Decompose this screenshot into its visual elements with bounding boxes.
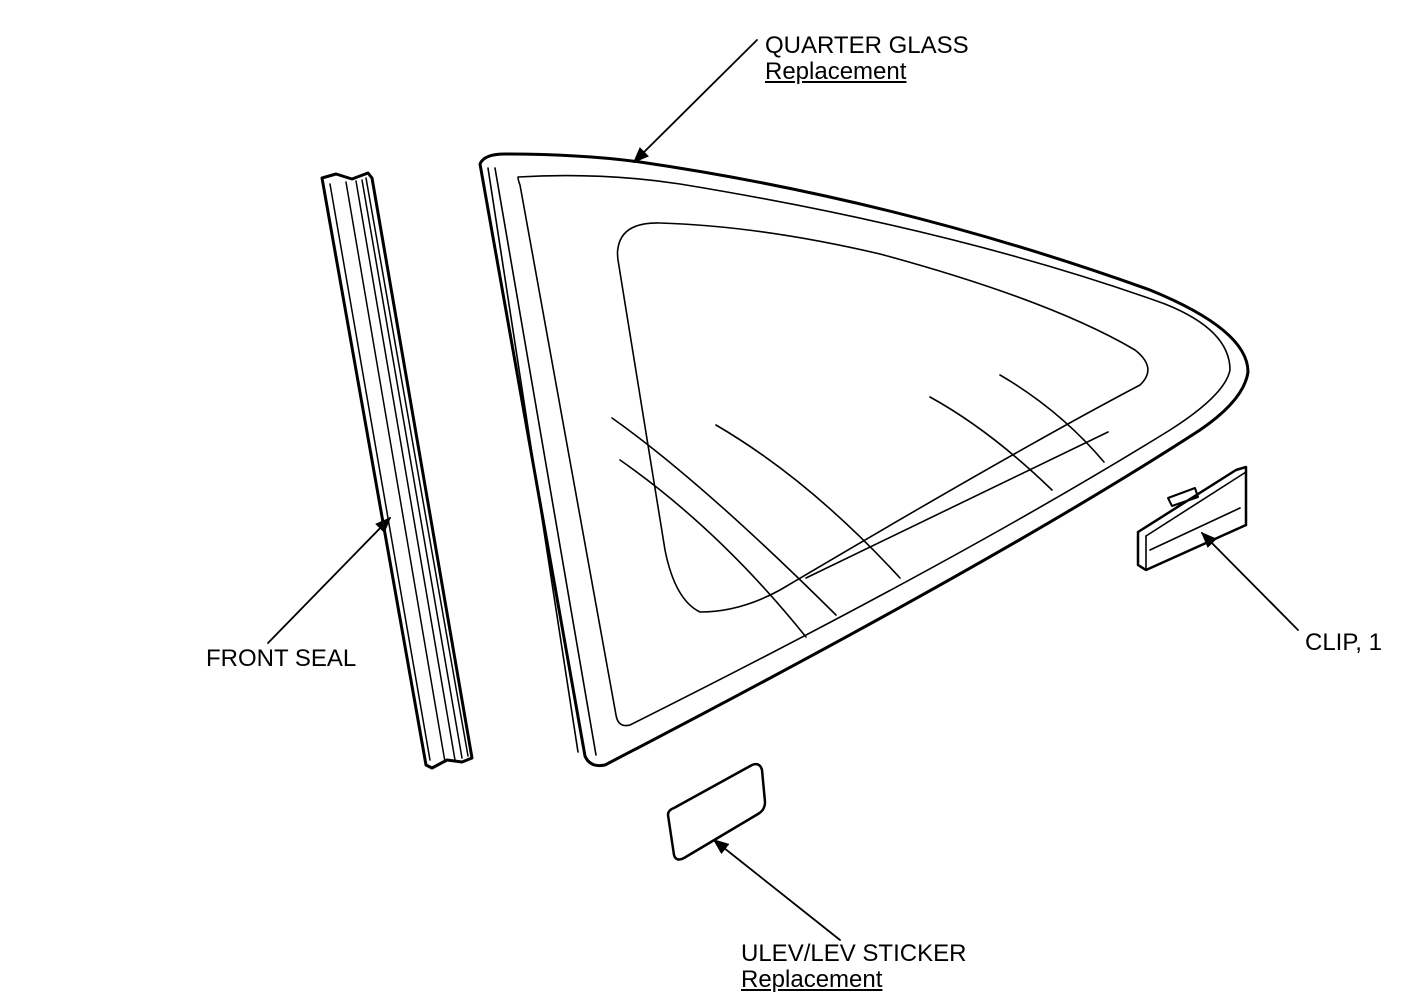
- leader-front-seal: [267, 516, 392, 644]
- sticker-part: [666, 762, 767, 861]
- clip-label: CLIP, 1: [1305, 629, 1382, 656]
- leader-sticker: [712, 838, 841, 941]
- leader-clip: [1200, 531, 1299, 631]
- quarter-glass-part: [478, 152, 1250, 768]
- clip-part: [1136, 465, 1248, 572]
- quarter-glass-label: QUARTER GLASS: [765, 32, 969, 59]
- leader-quarter-glass: [632, 39, 758, 164]
- front-seal-part: [320, 171, 474, 770]
- front-seal-label: FRONT SEAL: [206, 645, 357, 672]
- sticker-label: ULEV/LEV STICKER: [741, 940, 967, 967]
- sticker-replacement-link[interactable]: Replacement: [741, 966, 883, 993]
- quarter-glass-replacement-link[interactable]: Replacement: [765, 58, 907, 85]
